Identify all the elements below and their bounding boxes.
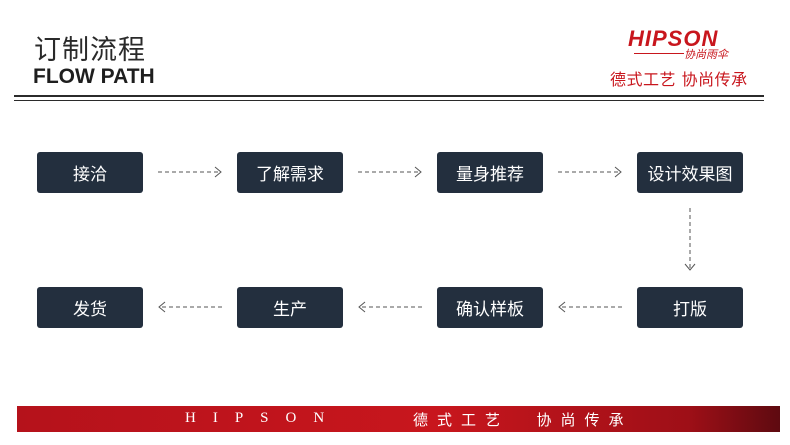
arrowhead-4-5 bbox=[684, 263, 696, 271]
step-7-production: 生产 bbox=[237, 287, 343, 328]
arrowhead-7-8 bbox=[158, 301, 166, 313]
page-title-en: FLOW PATH bbox=[33, 65, 155, 88]
brand-logo: HIPSON 协尚雨伞 bbox=[628, 26, 738, 61]
page-title-cn: 订制流程 bbox=[34, 35, 146, 66]
step-2-understand-needs: 了解需求 bbox=[237, 152, 343, 193]
footer-brand: HIPSON bbox=[185, 410, 342, 426]
header-divider-thin bbox=[14, 100, 764, 101]
arrowhead-2-3 bbox=[414, 166, 422, 178]
header-divider-thick bbox=[14, 95, 764, 97]
logo-underline bbox=[634, 53, 684, 54]
step-5-sample-making: 打版 bbox=[637, 287, 743, 328]
arrowhead-5-6 bbox=[558, 301, 566, 313]
arrowhead-3-4 bbox=[614, 166, 622, 178]
logo-subtitle: 协尚雨伞 bbox=[684, 48, 728, 61]
step-3-recommend: 量身推荐 bbox=[437, 152, 543, 193]
step-1-contact: 接洽 bbox=[37, 152, 143, 193]
arrowhead-6-7 bbox=[358, 301, 366, 313]
logo-text: HIPSON bbox=[628, 26, 719, 51]
footer-slogan: 德式工艺 协尚传承 bbox=[413, 411, 633, 429]
step-4-design-rendering: 设计效果图 bbox=[637, 152, 743, 193]
step-6-confirm-sample: 确认样板 bbox=[437, 287, 543, 328]
footer-bar bbox=[17, 406, 780, 432]
header-slogan: 德式工艺 协尚传承 bbox=[610, 70, 748, 89]
arrowhead-1-2 bbox=[214, 166, 222, 178]
step-8-shipping: 发货 bbox=[37, 287, 143, 328]
